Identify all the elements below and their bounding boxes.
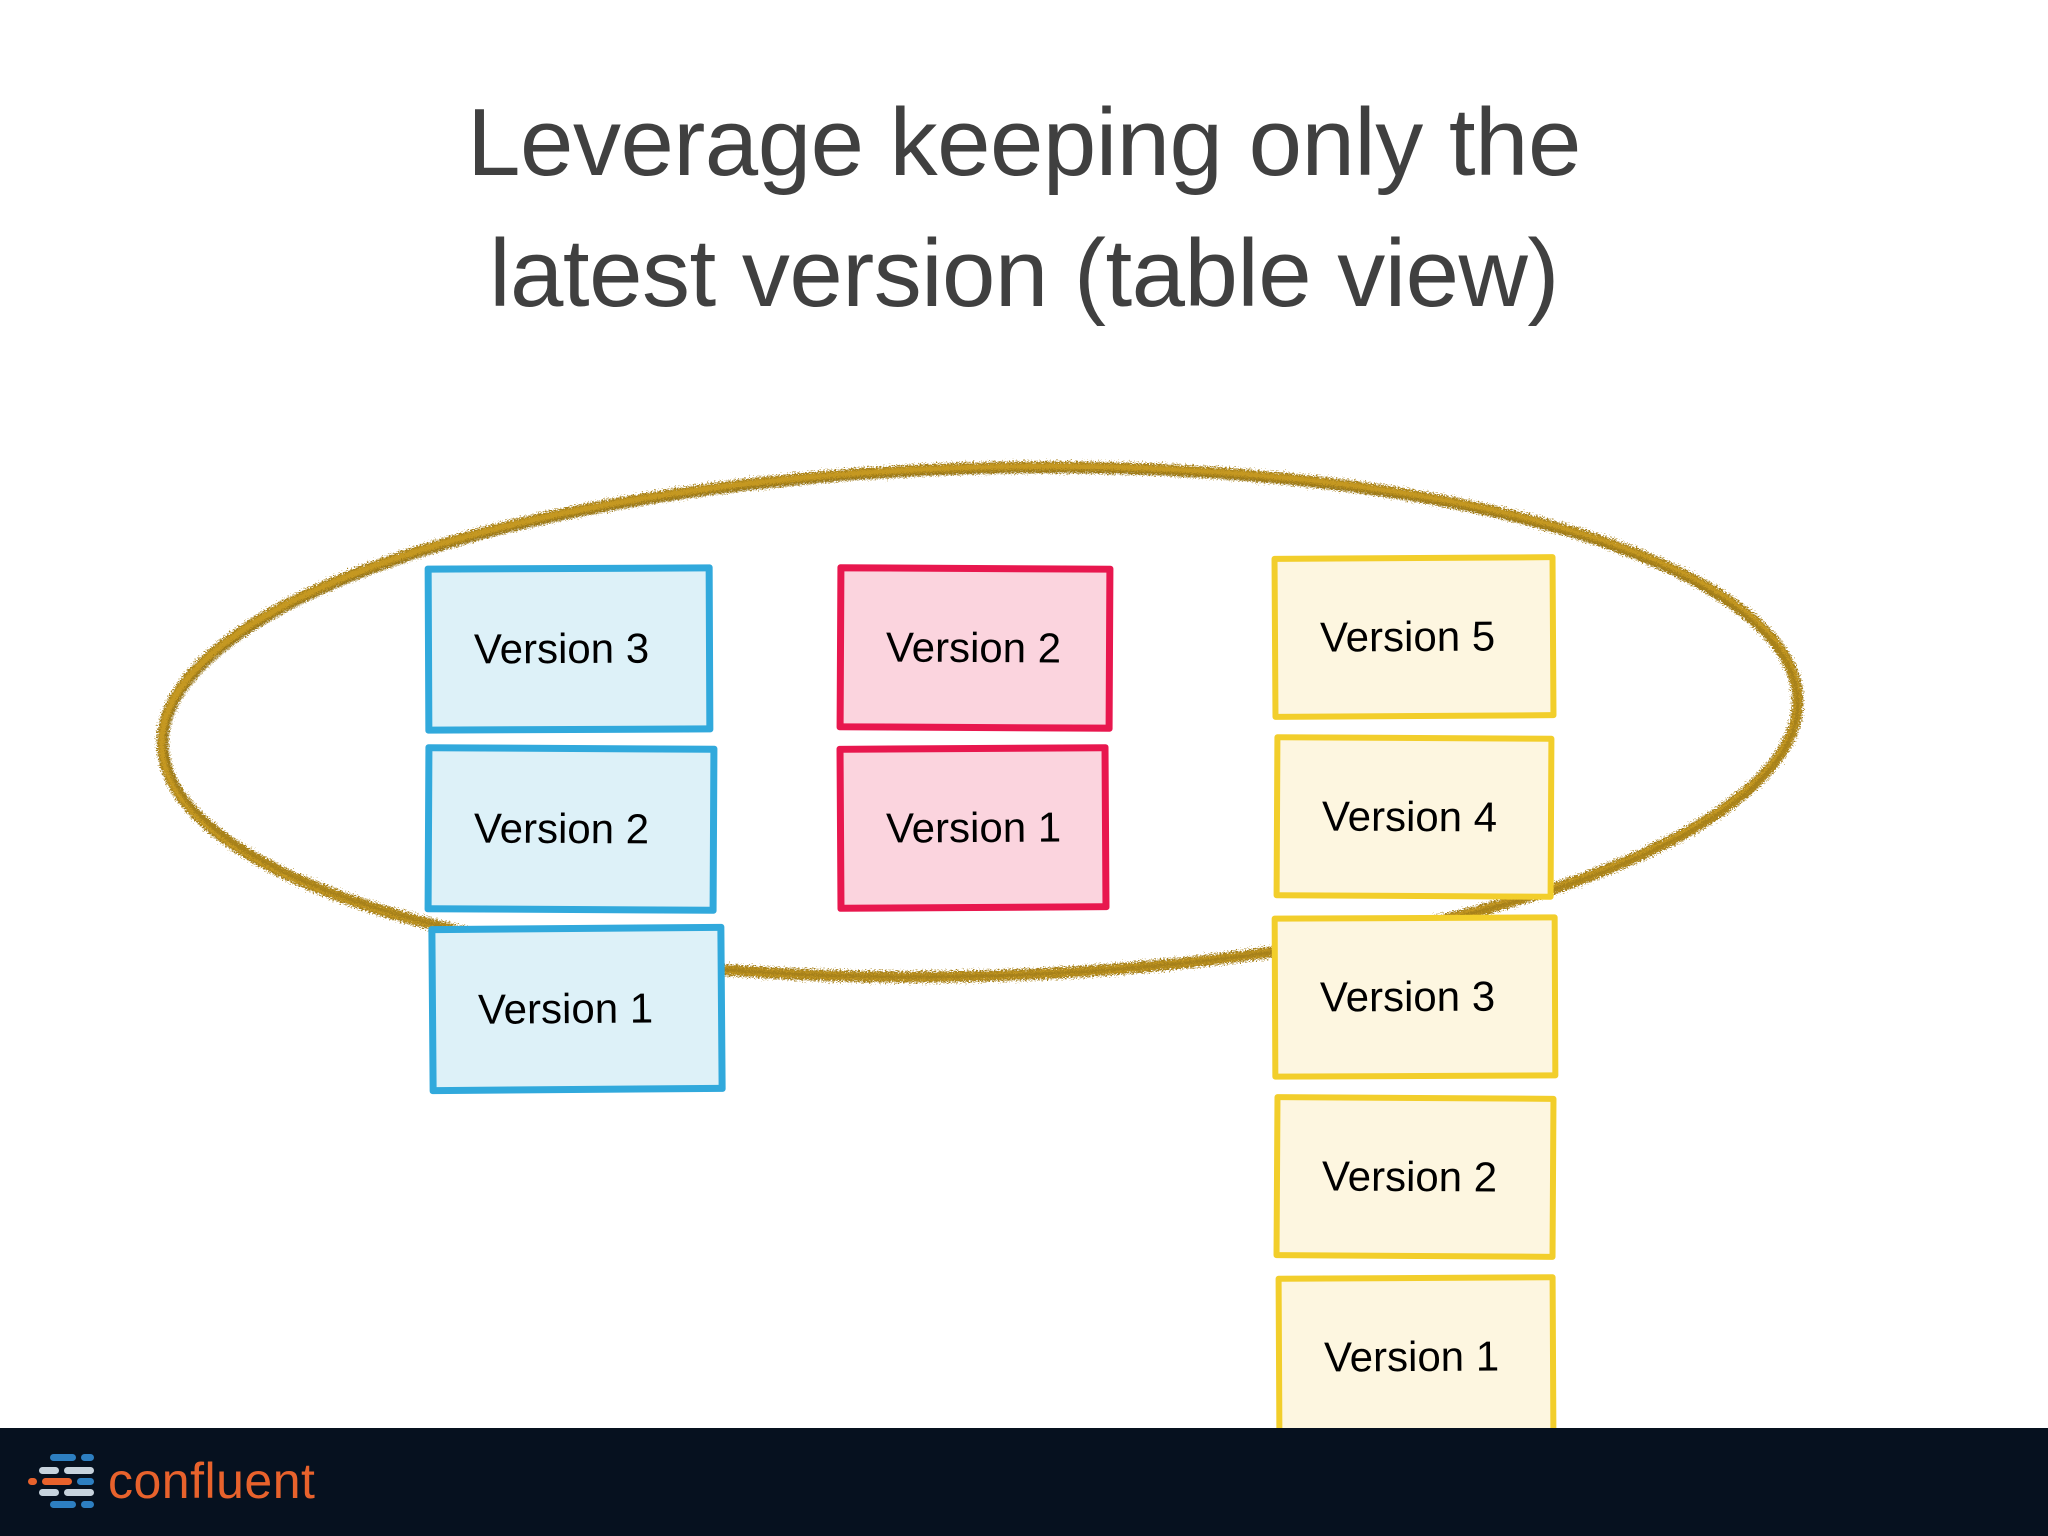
version-box-label: Version 2	[473, 804, 650, 853]
version-table-diagram: Version 3 Version 2 Version 1 Version 2 …	[156, 461, 1804, 1440]
version-box[interactable]: Version 5	[1271, 554, 1557, 720]
version-box-label: Version 3	[473, 624, 650, 673]
version-box-label: Version 2	[1321, 1152, 1498, 1201]
confluent-mark-icon	[28, 1454, 94, 1508]
version-box[interactable]: Version 3	[1271, 914, 1559, 1080]
version-box[interactable]: Version 1	[428, 923, 726, 1095]
footer-bar: confluent	[0, 1428, 2048, 1536]
version-box[interactable]: Version 1	[836, 744, 1110, 912]
yellow-column: Version 5 Version 4 Version 3 Version 2 …	[1271, 554, 1559, 1455]
pink-column: Version 2 Version 1	[836, 564, 1114, 925]
version-box-label: Version 5	[1319, 612, 1496, 661]
version-box-label: Version 1	[477, 984, 654, 1033]
confluent-logo[interactable]: confluent	[28, 1450, 315, 1512]
version-box[interactable]: Version 3	[424, 564, 714, 734]
version-box-label: Version 4	[1321, 792, 1498, 841]
version-box[interactable]: Version 2	[836, 564, 1114, 732]
version-box-label: Version 1	[1323, 1332, 1500, 1381]
version-box[interactable]: Version 2	[424, 744, 718, 914]
version-box[interactable]: Version 2	[1273, 1094, 1557, 1260]
version-box[interactable]: Version 1	[1275, 1274, 1557, 1440]
version-box-label: Version 1	[885, 803, 1062, 852]
confluent-wordmark: confluent	[108, 1453, 316, 1509]
page-title: Leverage keeping only the latest version…	[467, 89, 1581, 327]
version-box-label: Version 2	[885, 623, 1062, 672]
version-box[interactable]: Version 4	[1273, 734, 1555, 900]
version-box-label: Version 3	[1319, 972, 1496, 1021]
blue-column: Version 3 Version 2 Version 1	[424, 564, 726, 1105]
